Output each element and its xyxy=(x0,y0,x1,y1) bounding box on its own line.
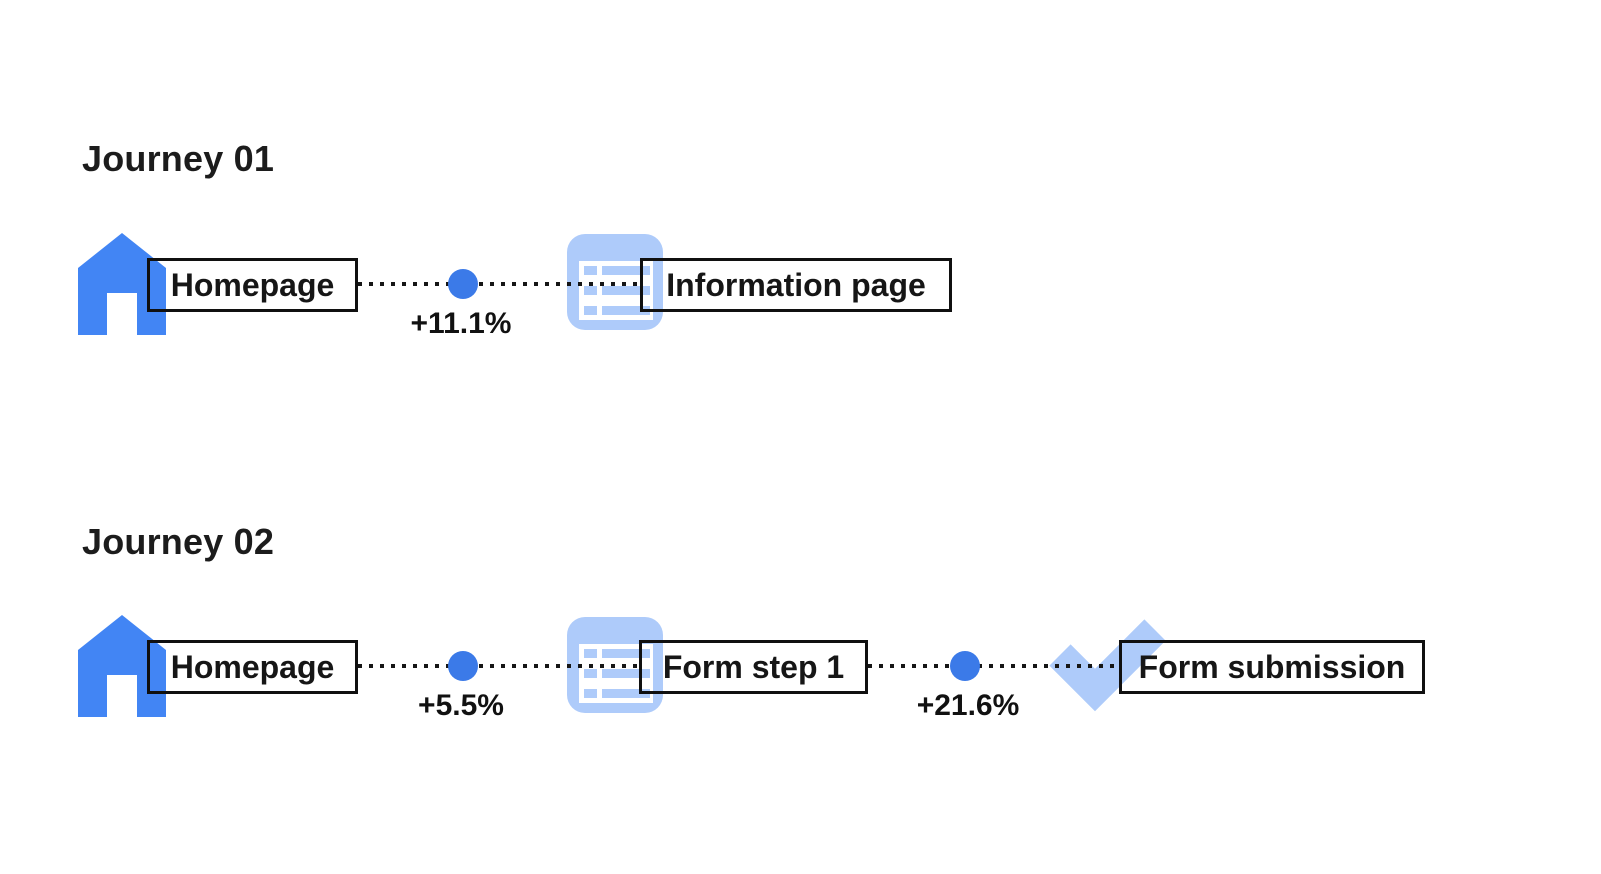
list-bullet xyxy=(584,286,597,295)
journey-02-title: Journey 02 xyxy=(82,521,275,562)
list-page-icon-rows xyxy=(584,649,650,698)
transition-percentage: +21.6% xyxy=(916,689,1020,722)
progress-dot xyxy=(448,651,478,681)
list-row xyxy=(584,266,650,275)
step-label: Homepage xyxy=(170,267,335,303)
list-bullet xyxy=(584,669,597,678)
dotted-connector xyxy=(868,664,1119,668)
step-box-form-submission: Form submission xyxy=(1119,640,1425,694)
step-box-homepage: Homepage xyxy=(147,640,358,694)
list-row xyxy=(584,669,650,678)
progress-dot xyxy=(448,269,478,299)
step-box-information-page: Information page xyxy=(640,258,952,312)
list-bar xyxy=(602,306,650,315)
home-icon xyxy=(78,233,166,335)
list-bar xyxy=(602,669,650,678)
list-bar xyxy=(602,286,650,295)
journey-01-title: Journey 01 xyxy=(82,138,275,179)
list-bar xyxy=(602,689,650,698)
dotted-connector xyxy=(358,664,639,668)
step-box-form-step-1: Form step 1 xyxy=(639,640,868,694)
list-bullet xyxy=(584,689,597,698)
home-icon xyxy=(78,615,166,717)
list-row xyxy=(584,649,650,658)
list-row xyxy=(584,689,650,698)
list-bullet xyxy=(584,266,597,275)
step-label: Form submission xyxy=(1138,649,1406,685)
step-label: Form step 1 xyxy=(662,649,845,685)
list-bar xyxy=(602,649,650,658)
list-bullet xyxy=(584,306,597,315)
step-label: Homepage xyxy=(170,649,335,685)
list-row xyxy=(584,306,650,315)
list-row xyxy=(584,286,650,295)
dotted-connector xyxy=(358,282,640,286)
step-box-homepage: Homepage xyxy=(147,258,358,312)
transition-percentage: +11.1% xyxy=(410,307,512,340)
list-page-icon-rows xyxy=(584,266,650,315)
transition-percentage: +5.5% xyxy=(418,689,504,722)
step-label: Information page xyxy=(666,267,926,303)
list-bullet xyxy=(584,649,597,658)
list-bar xyxy=(602,266,650,275)
progress-dot xyxy=(950,651,980,681)
